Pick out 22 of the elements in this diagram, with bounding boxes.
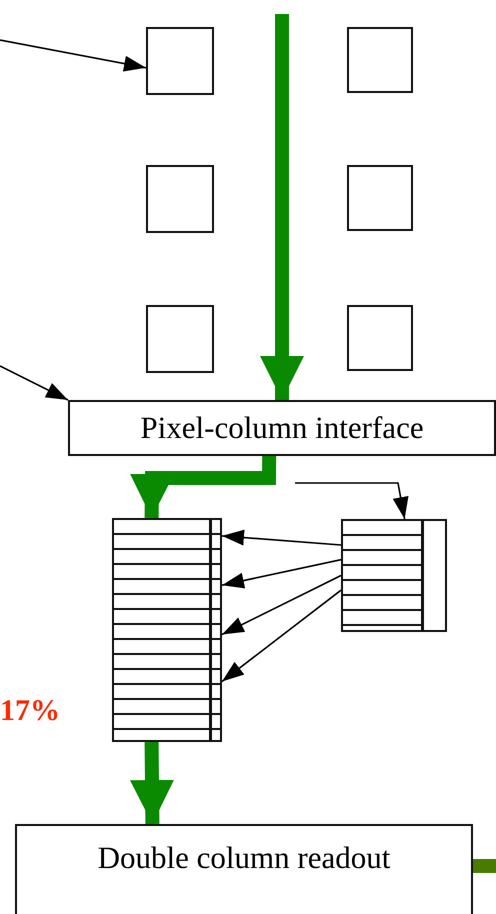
arrow [0,39,146,72]
arrow [222,558,342,588]
arrow [130,742,174,824]
arrow [222,574,342,636]
arrow [295,482,408,520]
pixel-cell [146,165,214,233]
arrow [130,456,276,518]
arrow [222,530,342,546]
pixel-cell [146,27,214,95]
arrow [0,365,68,401]
connector-line [473,859,496,873]
pixel-cell [347,27,413,93]
readout-box: Double column readout [15,824,473,914]
percentage-label: 17% [0,694,60,728]
arrow [260,14,304,400]
pixel-cell [146,305,214,373]
pixel-cell [347,165,413,231]
buffer-stack [112,518,222,742]
buffer-stack [341,519,447,632]
arrow [222,590,342,682]
pixel-cell [347,305,413,371]
interface-box: Pixel-column interface [68,400,496,456]
